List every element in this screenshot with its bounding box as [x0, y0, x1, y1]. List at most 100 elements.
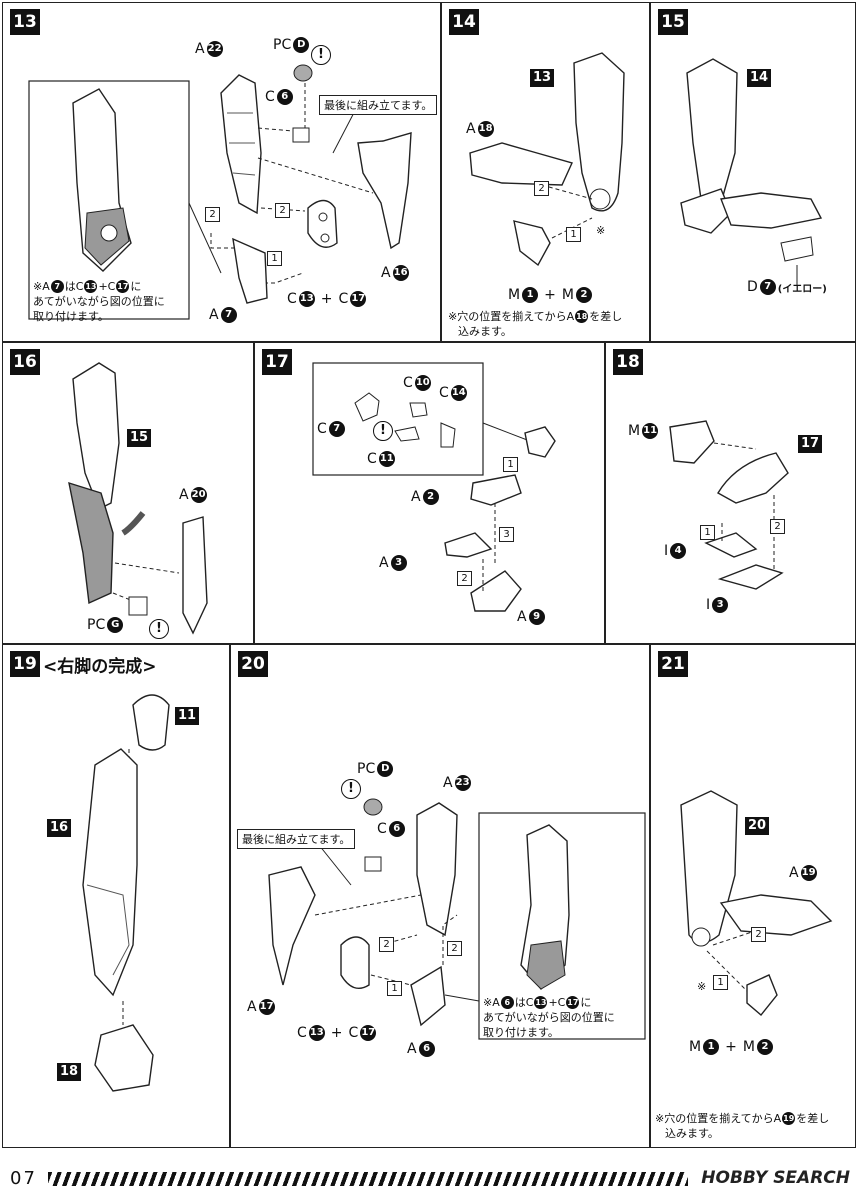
note-text: ※穴の位置を揃えてからA	[655, 1112, 782, 1125]
step-number-box: 1	[267, 251, 282, 266]
step-number-box: 1	[503, 457, 518, 472]
part-number-circle: 1	[703, 1039, 720, 1055]
step-number-box: 2	[534, 181, 549, 196]
note-text: +C	[98, 280, 116, 293]
caution-icon: !	[373, 421, 393, 441]
step-number-box: 2	[751, 927, 766, 942]
note-text: ※穴の位置を揃えてからA	[448, 310, 575, 323]
step-15-illustration	[680, 58, 823, 285]
step-number-box: 2	[447, 941, 462, 956]
note-text: に	[580, 996, 592, 1009]
label-text: C	[265, 89, 275, 105]
step-number-box: 2	[379, 937, 394, 952]
part-number-circle: 11	[642, 423, 659, 439]
note-text: を差し	[796, 1112, 830, 1125]
ref-step-14: 14	[747, 69, 772, 87]
step-number: 16	[10, 349, 40, 375]
label-text: A	[209, 307, 219, 323]
step-title: <右脚の完成>	[43, 657, 157, 677]
part-number-circle: 11	[378, 451, 395, 467]
part-number-circle: 13	[308, 1025, 325, 1041]
page-number: 07	[10, 1168, 37, 1189]
label-text: C	[338, 291, 349, 307]
step-number-box: 3	[499, 527, 514, 542]
ref-step-17: 17	[798, 435, 823, 453]
step-number-box: 2	[205, 207, 220, 222]
label-text: I	[706, 597, 711, 613]
step-number: 18	[613, 349, 643, 375]
step-17-illustration	[312, 362, 556, 612]
part-number-circle: 16	[392, 265, 409, 281]
note-line-3: 取り付けます。	[483, 1026, 559, 1039]
label-text: A	[381, 265, 391, 281]
part-number-circle: G	[107, 617, 124, 633]
part-number-circle: D	[293, 37, 310, 53]
mark-asterisk: ※	[697, 980, 707, 993]
note-text: ※A	[33, 280, 50, 293]
step-19-panel: 19 <右脚の完成> 11 16 18	[2, 644, 230, 1148]
step-19-illustration	[82, 694, 170, 1092]
part-number-circle: 7	[328, 421, 345, 437]
step-number-box: 2	[275, 203, 290, 218]
note-line-2: あてがいながら図の位置に	[483, 1011, 615, 1024]
part-number-circle: 6	[418, 1041, 435, 1057]
note-text: はC	[514, 996, 534, 1009]
label-text: PC	[87, 617, 106, 633]
step-reference: 16	[47, 819, 72, 837]
note-text: +C	[548, 996, 566, 1009]
step-reference: 18	[57, 1063, 82, 1081]
note-text: を差し	[589, 310, 623, 323]
note-line-3: 取り付けます。	[33, 310, 109, 323]
part-number-circle: 10	[414, 375, 431, 391]
part-number-circle: 6	[388, 821, 405, 837]
part-number-circle: 6	[276, 89, 293, 105]
note-text: に	[130, 280, 142, 293]
label-text: I	[664, 543, 669, 559]
part-number-circle: 19	[800, 865, 817, 881]
label-text: C	[317, 421, 327, 437]
caution-icon: !	[341, 779, 361, 799]
label-text: A	[179, 487, 189, 503]
part-number-circle: 13	[298, 291, 315, 307]
step-18-illustration	[669, 420, 789, 590]
part-number-circle: 19	[782, 1112, 796, 1125]
part-number-circle: 13	[534, 996, 548, 1009]
label-text: M	[561, 287, 574, 303]
plus-sign: +	[320, 291, 333, 307]
callout-assemble-last: 最後に組み立てます。	[319, 95, 438, 115]
step-reference: 14	[747, 69, 772, 87]
note-line-2: 込みます。	[458, 325, 512, 338]
part-number-circle: 7	[759, 279, 776, 295]
caution-icon: !	[149, 619, 169, 639]
page-footer: 07 HOBBY SEARCH	[0, 1162, 858, 1200]
mark-asterisk: ※	[596, 224, 606, 237]
step-number: 15	[658, 9, 688, 35]
part-number-circle: 17	[566, 996, 580, 1009]
label-text: M	[689, 1039, 702, 1055]
part-number-circle: 22	[206, 41, 223, 57]
step-reference: 17	[798, 435, 823, 453]
label-text: PC	[273, 37, 292, 53]
step-20-illustration	[268, 798, 646, 1040]
